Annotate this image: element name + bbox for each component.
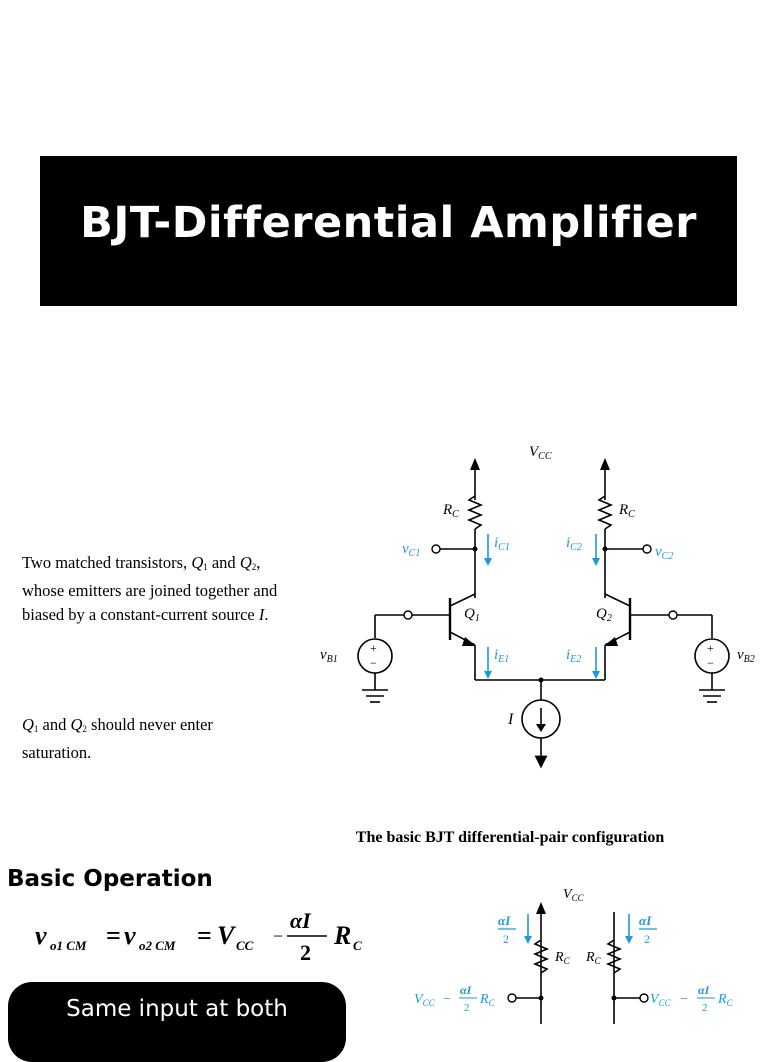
out-left-vcc: VCC <box>414 992 436 1008</box>
vb1-label: vB1 <box>320 647 338 665</box>
out-left-minus: − <box>443 992 451 1007</box>
common-mode-formula: v o1 CM = v o2 CM = V CC − αI 2 R C <box>35 908 362 965</box>
vcc-label: VCC <box>529 444 552 462</box>
ic1-label: iC1 <box>494 535 510 553</box>
desc-text-a: Two matched transistors, <box>22 553 192 572</box>
description-paragraph: Two matched transistors, Q1 and Q2, whos… <box>22 551 282 627</box>
formula-minus: − <box>273 926 283 946</box>
current-source-symbol: I <box>258 605 265 624</box>
figure-caption: The basic BJT differential-pair configur… <box>355 829 665 846</box>
formula-sub-o1cm: o1 CM <box>50 938 87 953</box>
formula-numerator: αI <box>290 908 312 933</box>
vb2-plus: + <box>707 641 714 655</box>
ic2-label: iC2 <box>566 535 582 553</box>
differential-pair-circuit: VCC RC RC iC1 iC2 vC1 vC2 Q1 Q2 vB1 vB2 … <box>320 444 755 769</box>
same-input-button[interactable]: Same input at both <box>8 982 346 1062</box>
out-right-den: 2 <box>702 1002 708 1014</box>
q2-subscript: 2 <box>251 562 257 572</box>
formula-sub-c: C <box>353 938 362 953</box>
q2-symbol: Q <box>239 553 252 572</box>
q2-symbol-2: Q <box>70 715 83 734</box>
out-right-vcc: VCC <box>650 992 672 1008</box>
saturation-text: should never enter saturation. <box>22 715 213 762</box>
q1-symbol-2: Q <box>22 715 34 734</box>
formula-v1: v <box>35 921 47 950</box>
resistor-rc-right <box>596 495 614 530</box>
q1-symbol: Q <box>191 553 204 572</box>
vb2-minus: − <box>707 656 714 670</box>
desc-text-c: , whose emitters are joined together and… <box>22 553 278 624</box>
page-title: BJT-Differential Amplifier <box>80 198 697 248</box>
desc-text-b: and <box>207 553 240 572</box>
same-input-button-label: Same input at both <box>66 996 288 1022</box>
vb1-plus: + <box>370 641 377 655</box>
ie1-label: iE1 <box>494 647 509 665</box>
formula-eq1: = <box>106 921 121 950</box>
formula-vcc: V <box>217 921 237 950</box>
rc-label-left: RC <box>442 502 459 520</box>
formula-r: R <box>333 921 351 950</box>
frac-left-num: αI <box>498 913 511 928</box>
resistor-rc-left <box>466 495 484 530</box>
common-mode-circuit: VCC RC RC αI 2 αI 2 VCC − αI 2 RC VCC − … <box>414 887 734 1024</box>
formula-eq2: = <box>197 921 212 950</box>
q2-label: Q2 <box>596 606 612 624</box>
current-source-label: I <box>507 711 514 728</box>
q1-subscript: 1 <box>203 562 208 572</box>
vb2-label: vB2 <box>737 647 755 665</box>
rc-label-2-left: RC <box>554 950 571 966</box>
frac-right-den: 2 <box>644 932 650 946</box>
frac-left-den: 2 <box>503 932 509 946</box>
rc-label-2-right: RC <box>585 950 602 966</box>
saturation-and: and <box>38 715 71 734</box>
q1-label: Q1 <box>464 606 480 624</box>
out-left-rc: RC <box>479 992 496 1008</box>
vc1-label: vC1 <box>402 541 420 559</box>
out-right-num: αI <box>698 983 711 997</box>
q1-subscript-2: 1 <box>33 724 39 734</box>
desc-text-end: . <box>264 605 269 624</box>
out-right-rc: RC <box>717 992 734 1008</box>
vcc-label-2: VCC <box>563 887 585 903</box>
formula-sub-cc: CC <box>236 938 254 953</box>
section-heading: Basic Operation <box>7 866 213 892</box>
frac-right-num: αI <box>639 913 652 928</box>
out-left-num: αI <box>460 983 473 997</box>
formula-v2: v <box>124 921 136 950</box>
vc2-label: vC2 <box>655 544 673 562</box>
rc-label-right: RC <box>618 502 635 520</box>
ie2-label: iE2 <box>566 647 581 665</box>
saturation-note: Q1 and Q2 should never enter saturation. <box>22 713 282 765</box>
out-right-minus: − <box>680 992 688 1007</box>
formula-denominator: 2 <box>300 940 311 965</box>
formula-sub-o2cm: o2 CM <box>139 938 176 953</box>
title-banner: BJT-Differential Amplifier <box>40 156 737 306</box>
q2-subscript-2: 2 <box>82 724 87 734</box>
vb1-minus: − <box>370 656 377 670</box>
out-left-den: 2 <box>464 1002 470 1014</box>
